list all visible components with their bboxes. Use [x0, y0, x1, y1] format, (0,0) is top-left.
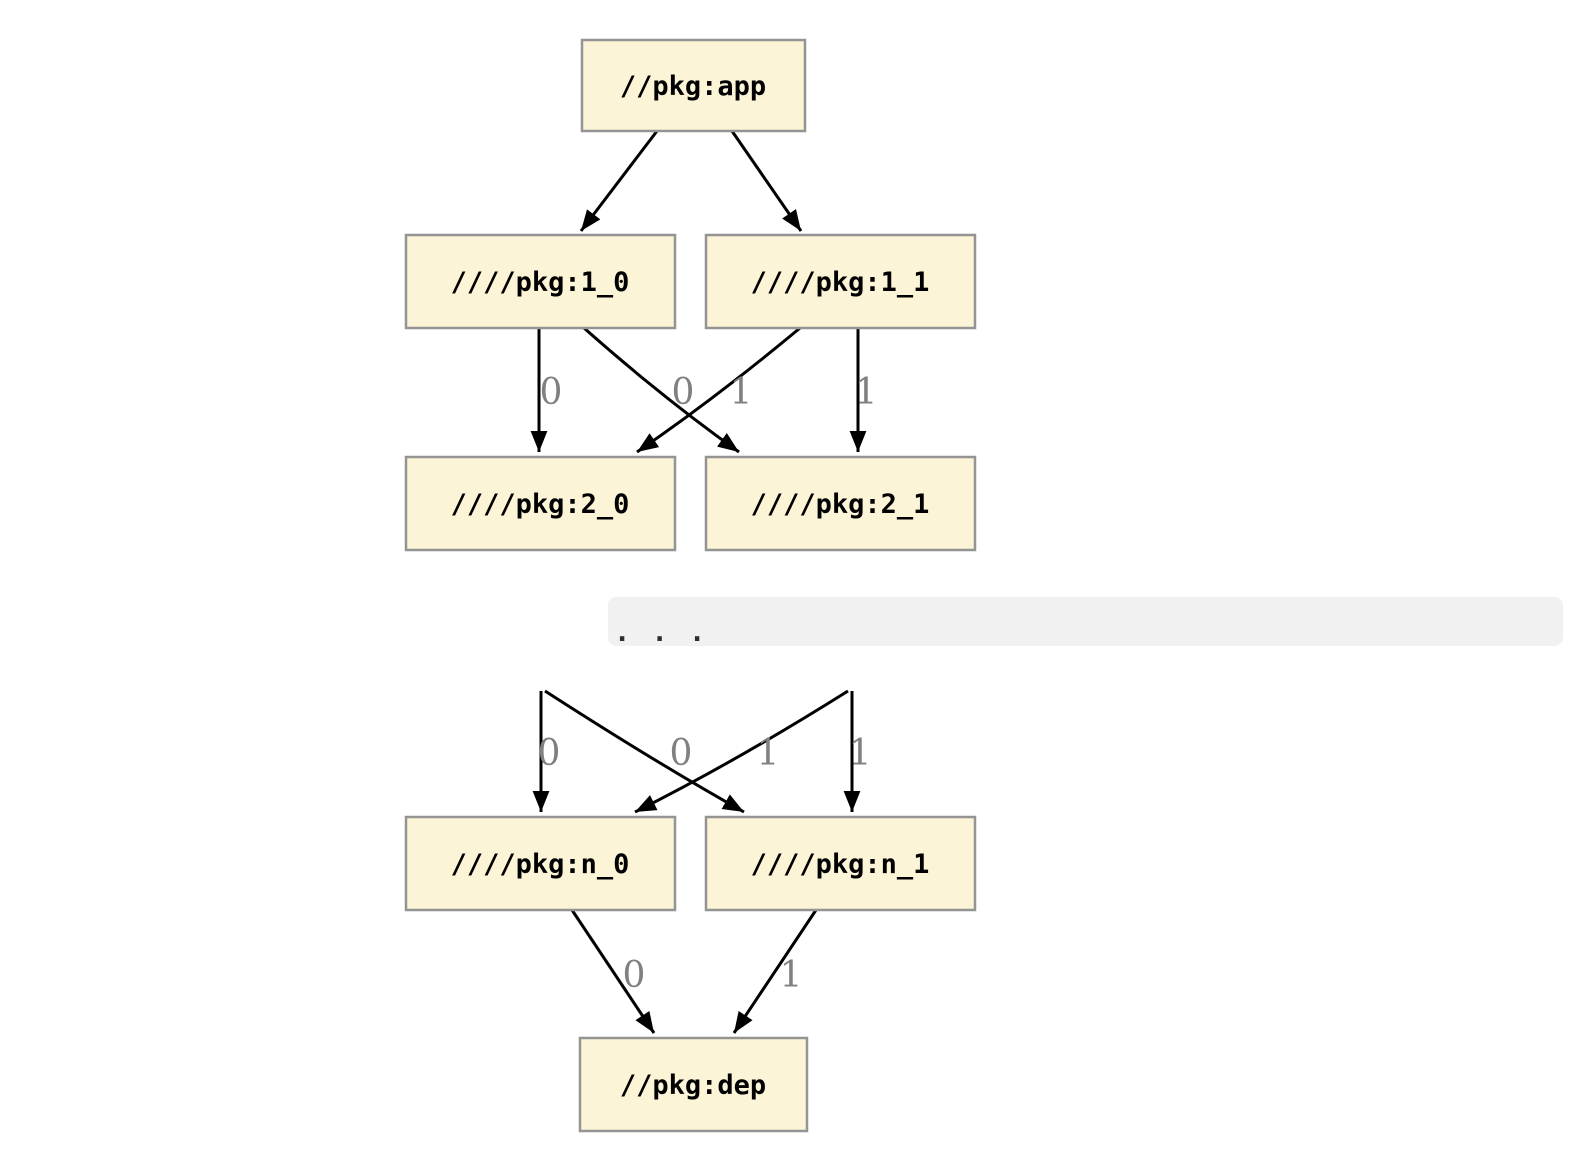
node-app-label: //pkg:app — [620, 71, 766, 102]
edge-label: 1 — [757, 733, 780, 774]
edge-n_1-to-dep — [732, 909, 818, 1034]
ellipsis-band: . . . — [608, 597, 1563, 648]
edge-group-app-to-level1 — [579, 130, 803, 232]
node-dep-box — [578, 1036, 809, 1133]
node-dep: //pkg:dep — [578, 1036, 809, 1133]
node-app: //pkg:app — [580, 38, 807, 133]
edge-group-elided-to-leveln: 0 0 1 1 — [532, 689, 872, 814]
edge-elided-left-to-n_1 — [544, 689, 745, 814]
edge-elided-right-to-n_0 — [634, 689, 849, 814]
edge-label: 0 — [672, 372, 695, 413]
node-n_0: ////pkg:n_0 — [404, 815, 677, 912]
edge-app-to-1_0 — [579, 130, 659, 232]
edge-group-leveln-to-dep: 0 1 — [570, 909, 818, 1034]
edge-label: 0 — [623, 955, 646, 996]
node-2_0-box — [404, 455, 677, 552]
node-2_1: ////pkg:2_1 — [704, 455, 977, 552]
node-2_1-box — [704, 455, 977, 552]
node-2_0: ////pkg:2_0 — [404, 455, 677, 552]
node-1_1: ////pkg:1_1 — [704, 233, 977, 330]
node-1_0: ////pkg:1_0 — [404, 233, 677, 330]
node-2_0-label: ////pkg:2_0 — [451, 489, 630, 520]
node-n_0-label: ////pkg:n_0 — [451, 849, 630, 880]
edge-n_0-to-dep — [570, 909, 656, 1034]
edge-label: 0 — [670, 733, 693, 774]
node-n_1: ////pkg:n_1 — [704, 815, 977, 912]
edge-label: 0 — [538, 733, 561, 774]
ellipsis-dots: . . . — [614, 617, 708, 648]
edge-1_1-to-2_0 — [636, 326, 801, 454]
node-dep-label: //pkg:dep — [620, 1070, 766, 1101]
edge-label: 1 — [849, 733, 872, 774]
edge-1_0-to-2_1 — [583, 326, 740, 454]
node-2_1-label: ////pkg:2_1 — [751, 489, 930, 520]
edge-group-level1-to-level2: 0 0 1 1 — [530, 326, 878, 454]
edge-label: 1 — [730, 372, 753, 413]
node-1_1-label: ////pkg:1_1 — [751, 267, 930, 298]
node-1_1-box — [704, 233, 977, 330]
node-n_1-label: ////pkg:n_1 — [751, 849, 930, 880]
edge-label: 0 — [540, 372, 563, 413]
node-app-box — [580, 38, 807, 133]
node-1_0-label: ////pkg:1_0 — [451, 267, 630, 298]
edge-label: 1 — [855, 372, 878, 413]
node-1_0-box — [404, 233, 677, 330]
edge-label: 1 — [780, 955, 803, 996]
node-n_0-box — [404, 815, 677, 912]
ellipsis-band-box — [608, 597, 1563, 646]
node-n_1-box — [704, 815, 977, 912]
edge-app-to-1_1 — [730, 130, 803, 232]
